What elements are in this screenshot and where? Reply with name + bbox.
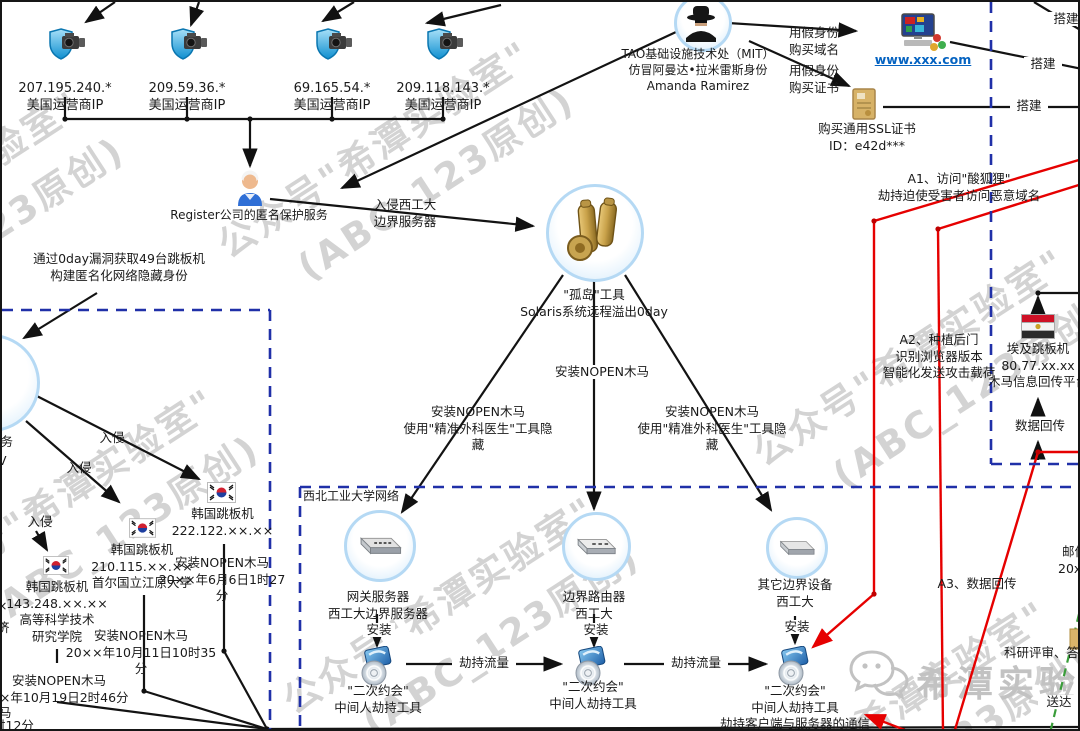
tao-identity-label: TAO基础设施技术处（MIT） 仿冒阿曼达•拉米雷斯身份 Amanda Rami… [621, 47, 775, 93]
router-label: 边界路由器 西工大 [562, 589, 626, 621]
gateway-circle [344, 510, 416, 582]
shield-camera-icon [49, 28, 85, 60]
install-nopen-hide-label: 安装NOPEN木马 使用"精准外科医生"工具隐藏 [637, 404, 787, 452]
buy-domain-label: 用假身份 购买域名 [788, 25, 839, 57]
ip-node-label: 207.195.240.*美国运营商IP [18, 81, 112, 114]
cut-year-label: 20xx [1058, 561, 1078, 576]
cut-text-fragment: 济 [2, 620, 13, 637]
second-date-tool-icon [778, 646, 809, 686]
malicious-domain-link[interactable]: www.xxx.com [874, 52, 972, 67]
cut-text-fragment: 时12分 [2, 718, 34, 731]
mitm-tool-label: "二次约会" 中间人劫持工具 [549, 679, 637, 711]
install-label: 安装 [781, 619, 813, 635]
ssl-certificate-icon [852, 88, 876, 120]
install-label: 安装 [580, 622, 612, 638]
red-attack-lines [811, 158, 1078, 729]
other-device-circle [766, 517, 828, 579]
gudao-label: "孤岛"工具 Solaris系统远程溢出0day [520, 287, 668, 319]
malicious-website-icon [901, 13, 946, 51]
step-a1-label: A1、访问"酸狐狸" 劫持迫使受害者访问恶意域名 [877, 171, 1041, 203]
ip-node-label: 69.165.54.*美国运营商IP [293, 81, 371, 114]
intrude-label: 入侵 [27, 514, 53, 529]
egypt-node-label: 埃及跳板机 80.77.xx.xx 木马信息回传平台 [987, 341, 1080, 389]
cut-document-icon [1069, 628, 1078, 650]
nopen-time2-label: 安装NOPEN木马 20××年10月11日10时35分 [65, 628, 217, 676]
intrude-border-label: 入侵西工大 边界服务器 [373, 197, 437, 229]
korea-flag-icon [43, 556, 69, 575]
spy-icon [686, 6, 716, 42]
korea-flag-icon [207, 482, 236, 503]
ssl-cert-label: 购买通用SSL证书 ID：e42d*** [818, 121, 916, 153]
nopen-time3-label: 安装NOPEN木马 ××年10月19日2时46分 [0, 673, 129, 705]
hijack-traffic-label: 劫持流量 [452, 655, 516, 671]
hijack-traffic-label: 劫持流量 [664, 655, 728, 671]
data-return-label: 数据回传 [1009, 418, 1071, 434]
second-date-tool-icon [361, 646, 392, 686]
shield-camera-icon [316, 28, 352, 60]
build-label: 搭建 [1047, 11, 1078, 27]
ip-node-label: 209.118.143.*美国运营商IP [396, 81, 490, 114]
cut-text-fragment: 服务 [0, 434, 14, 449]
nopen-time1-label: 安装NOPEN木马 20××年6月6日1时27分 [158, 555, 286, 603]
gateway-server-icon [359, 537, 402, 555]
cut-mail-label: 邮件 [1062, 544, 1078, 559]
deliver-label: 送达 [1038, 694, 1078, 710]
red-junction-dots [871, 218, 1041, 597]
black-lines [22, 2, 1078, 729]
ip-node-label: 209.59.36.*美国运营商IP [148, 81, 226, 114]
korea-node1-label: 韩国跳板机 222.122.××.×× [171, 506, 274, 538]
mitm-tool-label: "二次约会" 中间人劫持工具 劫持客户端与服务器的通信 [719, 683, 870, 731]
korea-node2-label: 韩国跳板机 210.115.××.×× 首尔国立江原大学 [91, 542, 193, 590]
step-a3-label: A3、数据回传 [937, 576, 1017, 591]
other-device-icon [779, 540, 816, 556]
wechat-logo-icon [849, 650, 909, 700]
register-service-label: Register公司的匿名保护服务 [170, 208, 328, 222]
mitm-tool-label: "二次约会" 中间人劫持工具 [334, 683, 422, 715]
black-junction-dots [62, 116, 1041, 729]
build-label: 搭建 [1024, 56, 1062, 72]
anonymous-person-icon [238, 170, 262, 206]
intrude-label: 入侵 [99, 430, 125, 445]
shield-camera-icon [171, 28, 207, 60]
bullet-shells-icon [567, 197, 618, 261]
install-nopen-label: 安装NOPEN木马 [545, 364, 659, 380]
gateway-label: 网关服务器 西工大边界服务器 [327, 589, 428, 621]
other-device-label: 其它边界设备 西工大 [757, 577, 833, 609]
korea-node3-label: 韩国跳板机 143.248.××.×× 高等科学技术 研究学院 [6, 579, 108, 644]
shield-camera-icon [427, 28, 463, 60]
cut-text-fragment: 马 [0, 705, 12, 720]
campus-region-title: 西北工业大学网络 [303, 489, 400, 503]
cut-text-fragment: × [2, 598, 11, 615]
second-date-tool-icon [575, 646, 606, 686]
egypt-flag-icon [1021, 314, 1055, 339]
build-label: 搭建 [1010, 98, 1048, 114]
korea-flag-icon [129, 518, 156, 538]
install-nopen-hide-label: 安装NOPEN木马 使用"精准外科医生"工具隐藏 [403, 404, 553, 452]
cut-text-fragment: V [2, 453, 14, 470]
jumpservers-note: 通过0day漏洞获取49台跳板机 构建匿名化网络隐藏身份 [33, 251, 205, 283]
step-a2-label: A2、种植后门 识别浏览器版本 智能化发送攻击载荷 [882, 332, 996, 380]
intrude-label: 入侵 [66, 460, 92, 475]
review-label: 科研评审、答辩 [1004, 645, 1080, 660]
buy-cert-label: 用假身份 购买证书 [788, 63, 839, 95]
install-label: 安装 [363, 622, 395, 638]
border-router-icon [577, 538, 617, 555]
